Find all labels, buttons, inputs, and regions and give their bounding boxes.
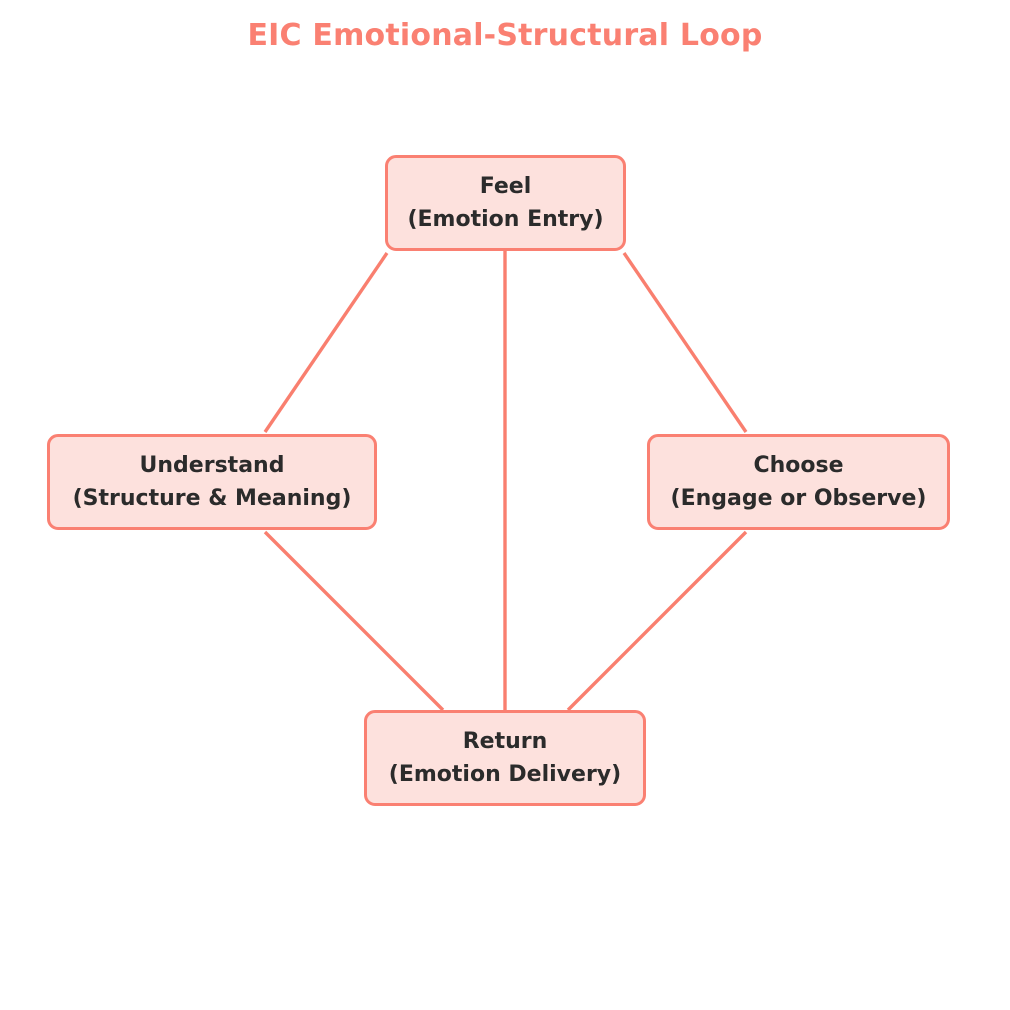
edge-choose-return xyxy=(566,530,748,712)
node-choose[interactable]: Choose (Engage or Observe) xyxy=(647,434,950,530)
node-return-title: Return xyxy=(462,728,548,754)
page-title: EIC Emotional-Structural Loop xyxy=(247,18,763,53)
edge-understand-return xyxy=(263,530,445,712)
node-return[interactable]: Return (Emotion Delivery) xyxy=(364,710,646,806)
edge-feel-understand xyxy=(263,252,389,433)
node-feel[interactable]: Feel (Emotion Entry) xyxy=(385,155,626,251)
node-feel-subtitle: (Emotion Entry) xyxy=(407,207,604,232)
node-return-subtitle: (Emotion Delivery) xyxy=(388,762,622,787)
node-understand-subtitle: (Structure & Meaning) xyxy=(72,486,352,511)
node-understand[interactable]: Understand (Structure & Meaning) xyxy=(47,434,377,530)
node-choose-title: Choose xyxy=(753,452,844,478)
node-choose-subtitle: (Engage or Observe) xyxy=(670,486,927,511)
node-feel-title: Feel xyxy=(479,173,532,199)
edge-feel-choose xyxy=(622,252,748,433)
node-understand-title: Understand xyxy=(139,452,285,478)
